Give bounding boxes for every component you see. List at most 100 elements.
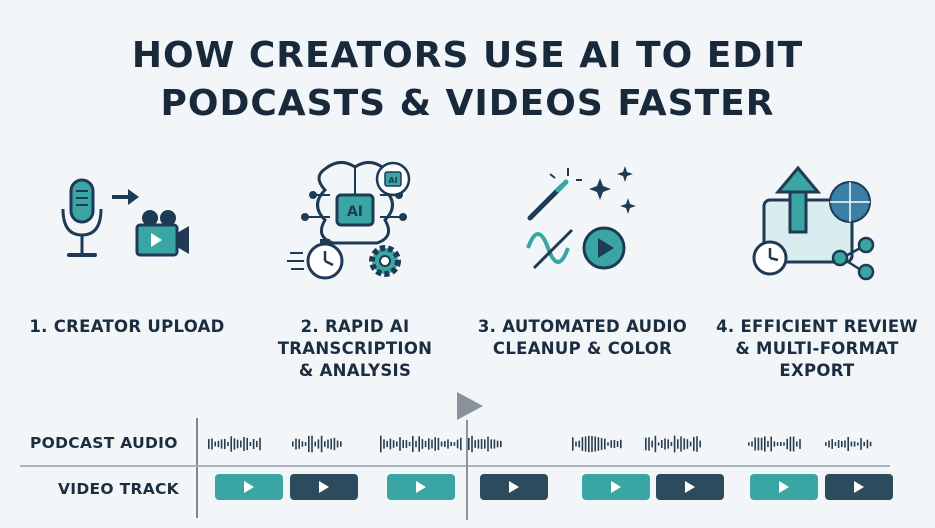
waveform-bar [389, 438, 392, 450]
playhead-marker-icon[interactable] [455, 390, 487, 422]
waveform-bar [673, 435, 676, 453]
video-clip[interactable] [656, 474, 724, 500]
waveform-bar [336, 440, 339, 448]
step-3-label: 3. AUTOMATED AUDIO CLEANUP & COLOR [465, 316, 700, 360]
waveform-bar [767, 440, 769, 448]
waveform-bar [233, 438, 236, 450]
waveform-bar [314, 441, 316, 447]
video-clip[interactable] [582, 474, 650, 500]
waveform-bar [661, 439, 663, 449]
step-4-line-1: 4. EFFICIENT REVIEW [716, 317, 918, 336]
waveform-bar [645, 437, 647, 451]
waveform-bar [383, 439, 385, 449]
waveform-bar [224, 438, 226, 450]
video-clip[interactable] [480, 474, 548, 500]
waveform-bar [754, 437, 756, 451]
sparkle-icon [589, 166, 636, 214]
waveform-bar [789, 436, 792, 452]
waveform-bar [259, 437, 261, 451]
waveform-bar [246, 437, 248, 451]
waveform-icon [526, 228, 574, 270]
waveform-bar [651, 440, 653, 448]
waveform-bar [588, 435, 590, 453]
video-camera-icon [135, 210, 189, 257]
waveform-bar [581, 437, 584, 451]
video-clip[interactable] [750, 474, 818, 500]
waveform-bar [453, 442, 456, 446]
ai-badge-icon: AI [375, 161, 411, 197]
microphone-icon [61, 178, 103, 257]
share-icon [831, 236, 875, 281]
waveform-bar [243, 437, 245, 451]
video-clip[interactable] [215, 474, 283, 500]
waveform-bar [831, 439, 833, 449]
waveform-bar [402, 440, 404, 448]
waveform-bar [869, 441, 872, 447]
title-line-1: HOW CREATORS USE AI TO EDIT [131, 35, 804, 76]
waveform-bar [444, 440, 446, 448]
waveform-bar [828, 440, 830, 448]
waveform-bar [575, 441, 577, 447]
waveform-bar [208, 439, 210, 449]
waveform-bar [460, 437, 462, 451]
waveform-bar [214, 441, 216, 447]
ai-badge-label: AI [388, 176, 397, 185]
waveform-bar [670, 441, 673, 447]
waveform-bar [418, 436, 420, 452]
waveform-bar [500, 440, 502, 448]
waveform-bar [317, 439, 320, 449]
video-clip[interactable] [387, 474, 455, 500]
microphone-to-camera-icon [55, 175, 195, 270]
waveform-bar [597, 437, 600, 451]
playhead-line[interactable] [466, 420, 468, 520]
track-separator [20, 465, 890, 467]
waveform-bar [783, 442, 785, 446]
waveform-bar [440, 441, 443, 447]
waveform-bar [764, 436, 766, 452]
audio-waveform-track[interactable] [200, 428, 890, 460]
play-icon [416, 481, 426, 493]
waveform-bar [428, 438, 430, 450]
waveform-bar [424, 440, 427, 448]
waveform-bar [301, 441, 304, 447]
step-1-line-1: 1. CREATOR UPLOAD [29, 317, 225, 336]
waveform-bar [648, 437, 650, 451]
waveform-bar [298, 439, 300, 449]
waveform-bar [799, 439, 801, 449]
video-clip[interactable] [290, 474, 358, 500]
waveform-bar [380, 435, 382, 453]
waveform-bar [450, 441, 452, 447]
waveform-bar [760, 437, 763, 451]
waveform-bar [295, 438, 297, 450]
waveform-bar [683, 438, 685, 450]
step-2-line-3: & ANALYSIS [298, 361, 412, 380]
waveform-bar [392, 440, 395, 448]
waveform-bar [431, 439, 433, 449]
step-4-line-3: EXPORT [779, 361, 855, 380]
waveform-bar [490, 439, 492, 449]
waveform-bar [847, 436, 849, 452]
waveform-bar [230, 436, 232, 452]
title-line-2: PODCASTS & VIDEOS FASTER [160, 83, 775, 124]
video-clip[interactable] [825, 474, 893, 500]
export-share-icon [750, 160, 885, 285]
play-icon [779, 481, 789, 493]
page-title: HOW CREATORS USE AI TO EDIT PODCASTS & V… [0, 32, 935, 128]
waveform-bar [696, 436, 698, 452]
waveform-bar [333, 437, 336, 451]
step-2-line-1: 2. RAPID AI [300, 317, 410, 336]
waveform-bar [447, 439, 449, 449]
waveform-bar [844, 440, 846, 448]
waveform-bar [415, 440, 417, 448]
upload-arrow-icon [774, 165, 822, 234]
waveform-bar [474, 440, 476, 448]
waveform-bar [386, 440, 388, 448]
waveform-bar [327, 439, 329, 449]
waveform-bar [770, 436, 772, 452]
waveform-bar [613, 439, 616, 449]
waveform-bar [434, 437, 436, 451]
waveform-bar [610, 440, 612, 448]
waveform-bar [584, 436, 587, 452]
waveform-bar [399, 437, 401, 451]
waveform-bar [796, 441, 798, 447]
